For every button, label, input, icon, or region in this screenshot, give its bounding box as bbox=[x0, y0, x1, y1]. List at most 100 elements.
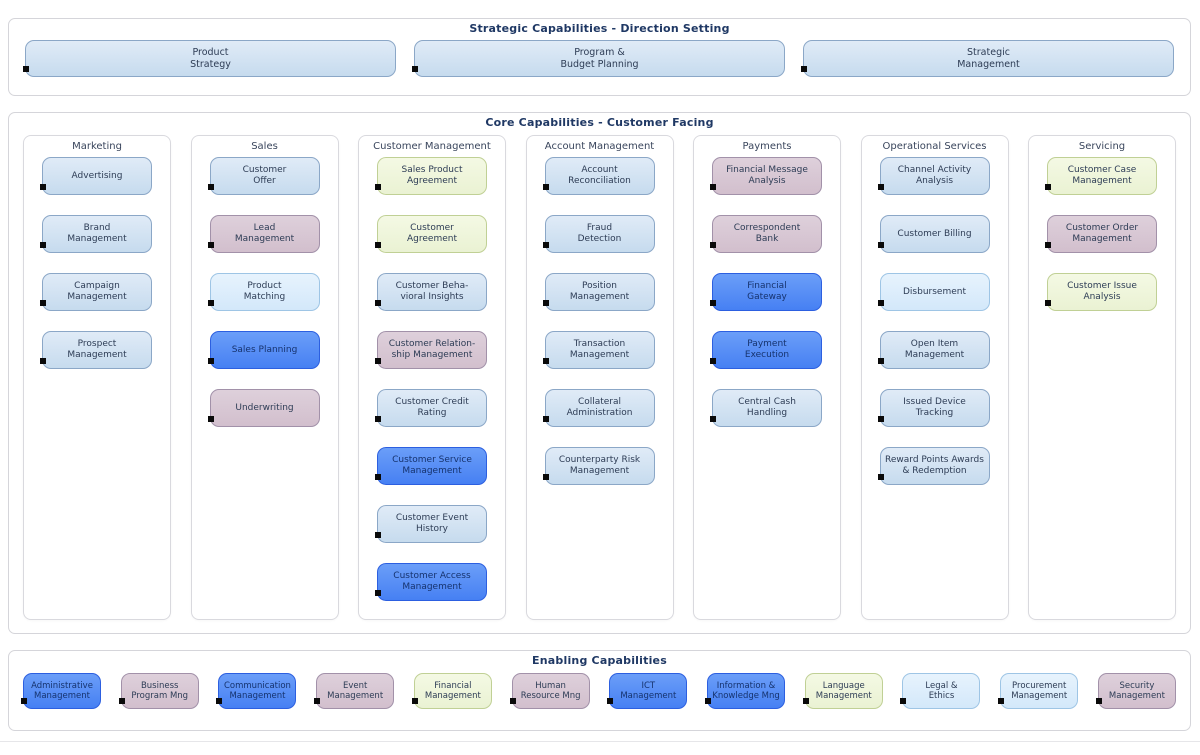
capability-label: Payment Execution bbox=[744, 339, 790, 360]
capability-box-customer-agreement[interactable]: Customer Agreement bbox=[375, 215, 487, 253]
capability-box-legal-ethics[interactable]: Legal & Ethics bbox=[900, 673, 981, 709]
capability-box-strategic-management[interactable]: Strategic Management bbox=[801, 40, 1174, 77]
column-title-servicing: Servicing bbox=[1078, 141, 1126, 152]
capability-box-language-management[interactable]: Language Management bbox=[802, 673, 883, 709]
capability-label: Customer Beha- vioral Insights bbox=[395, 281, 469, 302]
capability-label: Customer Issue Analysis bbox=[1067, 281, 1137, 302]
capability-box-prospect-management[interactable]: Prospect Management bbox=[40, 331, 152, 369]
capability-box-security-management[interactable]: Security Management bbox=[1095, 673, 1176, 709]
capability-label: Language Management bbox=[815, 680, 872, 701]
capability-box-customer-event-history[interactable]: Customer Event History bbox=[375, 505, 487, 543]
capability-box-administrative-management[interactable]: Administrative Management bbox=[21, 673, 101, 709]
capability-corner-marker bbox=[900, 698, 907, 704]
capability-box-financial-gateway[interactable]: Financial Gateway bbox=[710, 273, 822, 311]
capability-box-human-resource-mng[interactable]: Human Resource Mng bbox=[509, 673, 590, 709]
capability-label: Human Resource Mng bbox=[520, 680, 581, 701]
capability-box-advertising[interactable]: Advertising bbox=[40, 157, 152, 195]
capability-box-event-management[interactable]: Event Management bbox=[314, 673, 395, 709]
capability-box-customer-billing[interactable]: Customer Billing bbox=[877, 215, 990, 253]
capability-box-customer-credit-rating[interactable]: Customer Credit Rating bbox=[375, 389, 487, 427]
capability-box-business-program-mng[interactable]: Business Program Mng bbox=[118, 673, 199, 709]
capability-box-channel-activity-analysis[interactable]: Channel Activity Analysis bbox=[877, 157, 990, 195]
capability-label: Legal & Ethics bbox=[925, 680, 958, 701]
strategic-boxes-row: Product Strategy Program & Budget Plannin… bbox=[9, 35, 1190, 77]
capability-box-brand-management[interactable]: Brand Management bbox=[40, 215, 152, 253]
capability-box-transaction-management[interactable]: Transaction Management bbox=[542, 331, 655, 369]
capability-box-underwriting[interactable]: Underwriting bbox=[207, 389, 320, 427]
capability-box-financial-management[interactable]: Financial Management bbox=[411, 673, 492, 709]
capability-box-open-item-management[interactable]: Open Item Management bbox=[877, 331, 990, 369]
capability-label: Underwriting bbox=[235, 402, 294, 413]
capability-corner-marker bbox=[998, 698, 1005, 704]
capability-label: Customer Order Management bbox=[1065, 223, 1139, 244]
capability-box-issued-device-tracking[interactable]: Issued Device Tracking bbox=[877, 389, 990, 427]
capability-box-account-reconciliation[interactable]: Account Reconciliation bbox=[542, 157, 655, 195]
capability-corner-marker bbox=[207, 242, 214, 248]
capability-box-correspondent-bank[interactable]: Correspondent Bank bbox=[710, 215, 822, 253]
section-core-capabilities: Core Capabilities - Customer Facing Mark… bbox=[8, 112, 1191, 634]
capability-label: Open Item Management bbox=[904, 339, 965, 360]
capability-corner-marker bbox=[21, 698, 27, 704]
capability-corner-marker bbox=[375, 590, 381, 596]
capability-box-customer-case-management[interactable]: Customer Case Management bbox=[1045, 157, 1157, 195]
capability-label: Reward Points Awards & Redemption bbox=[885, 455, 984, 476]
capability-corner-marker bbox=[1045, 242, 1051, 248]
capability-corner-marker bbox=[1095, 698, 1102, 704]
capability-box-ict-management[interactable]: ICT Management bbox=[607, 673, 688, 709]
capability-box-information-knowledge-mng[interactable]: Information & Knowledge Mng bbox=[705, 673, 786, 709]
capability-corner-marker bbox=[216, 698, 223, 704]
capability-corner-marker bbox=[877, 242, 884, 248]
capability-box-campaign-management[interactable]: Campaign Management bbox=[40, 273, 152, 311]
capability-box-procurement-management[interactable]: Procurement Management bbox=[998, 673, 1079, 709]
capability-box-communication-management[interactable]: Communication Management bbox=[216, 673, 297, 709]
capability-label: Information & Knowledge Mng bbox=[712, 680, 780, 701]
capability-corner-marker bbox=[40, 358, 46, 364]
capability-box-fraud-detection[interactable]: Fraud Detection bbox=[542, 215, 655, 253]
capability-box-sales-product-agreement[interactable]: Sales Product Agreement bbox=[375, 157, 487, 195]
capability-corner-marker bbox=[412, 66, 418, 72]
capability-box-disbursement[interactable]: Disbursement bbox=[877, 273, 990, 311]
capability-label: ICT Management bbox=[620, 680, 677, 701]
capability-box-customer-relation-ship-management[interactable]: Customer Relation- ship Management bbox=[375, 331, 487, 369]
capability-label: Communication Management bbox=[223, 680, 291, 701]
capability-box-customer-issue-analysis[interactable]: Customer Issue Analysis bbox=[1045, 273, 1157, 311]
capability-label: Disbursement bbox=[903, 286, 966, 297]
capability-corner-marker bbox=[509, 698, 516, 704]
capability-corner-marker bbox=[207, 300, 214, 306]
capability-label: Customer Relation- ship Management bbox=[388, 339, 476, 360]
capability-box-product-strategy[interactable]: Product Strategy bbox=[23, 40, 396, 77]
capability-box-customer-beha-vioral-insights[interactable]: Customer Beha- vioral Insights bbox=[375, 273, 487, 311]
capability-corner-marker bbox=[375, 300, 381, 306]
capability-box-sales-planning[interactable]: Sales Planning bbox=[207, 331, 320, 369]
capability-corner-marker bbox=[1045, 184, 1051, 190]
section-title-enabling: Enabling Capabilities bbox=[532, 654, 667, 667]
capability-box-financial-message-analysis[interactable]: Financial Message Analysis bbox=[710, 157, 822, 195]
page-bottom-divider bbox=[0, 741, 1200, 742]
capability-corner-marker bbox=[802, 698, 809, 704]
column-title-account-management: Account Management bbox=[544, 141, 655, 152]
section-title-core: Core Capabilities - Customer Facing bbox=[485, 116, 714, 129]
capability-corner-marker bbox=[877, 358, 884, 364]
capability-box-customer-service-management[interactable]: Customer Service Management bbox=[375, 447, 487, 485]
capability-box-counterparty-risk-management[interactable]: Counterparty Risk Management bbox=[542, 447, 655, 485]
capability-box-product-matching[interactable]: Product Matching bbox=[207, 273, 320, 311]
capability-label: Customer Access Management bbox=[393, 571, 471, 592]
capability-box-program-budget-planning[interactable]: Program & Budget Planning bbox=[412, 40, 785, 77]
capability-box-customer-order-management[interactable]: Customer Order Management bbox=[1045, 215, 1157, 253]
capability-box-collateral-administration[interactable]: Collateral Administration bbox=[542, 389, 655, 427]
capability-box-customer-offer[interactable]: Customer Offer bbox=[207, 157, 320, 195]
capability-box-lead-management[interactable]: Lead Management bbox=[207, 215, 320, 253]
capability-box-position-management[interactable]: Position Management bbox=[542, 273, 655, 311]
capability-box-central-cash-handling[interactable]: Central Cash Handling bbox=[710, 389, 822, 427]
capability-box-payment-execution[interactable]: Payment Execution bbox=[710, 331, 822, 369]
capability-corner-marker bbox=[314, 698, 321, 704]
capability-corner-marker bbox=[801, 66, 807, 72]
capability-box-reward-points-awards-redemption[interactable]: Reward Points Awards & Redemption bbox=[877, 447, 990, 485]
capability-label: Financial Message Analysis bbox=[726, 165, 808, 186]
capability-corner-marker bbox=[542, 184, 549, 190]
capability-box-customer-access-management[interactable]: Customer Access Management bbox=[375, 563, 487, 601]
